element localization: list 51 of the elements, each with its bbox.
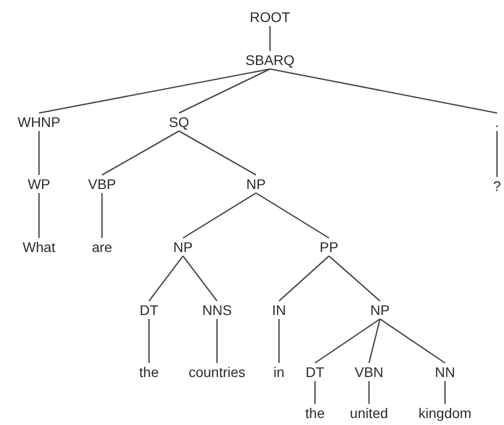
tree-branch: [102, 130, 180, 176]
tree-branch: [38, 131, 40, 175]
tree-branch: [182, 256, 218, 302]
tree-label: the: [305, 405, 325, 421]
tree-label: .: [495, 114, 499, 130]
tree-branch: [269, 26, 271, 51]
tree-branch: [368, 381, 370, 404]
tree-branch: [256, 192, 330, 239]
tree-label: ROOT: [250, 9, 290, 25]
tree-label: NP: [370, 302, 390, 318]
tree-branch: [328, 256, 380, 302]
tree-label: WP: [28, 176, 50, 192]
tree-branch: [182, 192, 256, 239]
tree-branch: [444, 381, 446, 404]
tree-label: What: [22, 239, 56, 255]
tree-label: VBN: [354, 364, 384, 380]
tree-label: ?: [493, 178, 501, 194]
tree-branch: [148, 319, 150, 363]
tree-branch: [368, 318, 381, 364]
tree-branch: [216, 319, 218, 363]
tree-label: NNS: [202, 302, 232, 318]
tree-branch: [496, 131, 498, 177]
tree-branch: [178, 130, 256, 176]
tree-label: DT: [140, 302, 158, 318]
tree-label: IN: [272, 302, 286, 318]
tree-label: SBARQ: [246, 52, 294, 68]
tree-label: kingdom: [418, 405, 472, 421]
tree-branch: [270, 68, 498, 114]
tree-branch: [278, 319, 280, 363]
tree-label: NP: [246, 176, 266, 192]
tree-label: NN: [434, 364, 456, 380]
tree-label: NP: [173, 239, 193, 255]
tree-label: the: [139, 364, 159, 380]
tree-label: SQ: [168, 114, 190, 130]
tree-branch: [38, 68, 270, 114]
tree-branch: [178, 68, 270, 114]
tree-label: countries: [188, 364, 246, 380]
tree-branch: [314, 381, 316, 404]
tree-branch: [278, 256, 330, 302]
tree-label: VBP: [88, 176, 116, 192]
tree-branch: [380, 318, 446, 364]
tree-branch: [148, 256, 184, 302]
tree-branch: [101, 193, 103, 238]
tree-branch: [38, 193, 40, 238]
tree-label: PP: [320, 239, 338, 255]
tree-label: in: [274, 364, 284, 380]
tree-label: WHNP: [18, 114, 60, 130]
tree-branch: [314, 318, 380, 364]
tree-label: DT: [306, 364, 324, 380]
tree-label: are: [92, 239, 112, 255]
tree-label: united: [350, 405, 388, 421]
